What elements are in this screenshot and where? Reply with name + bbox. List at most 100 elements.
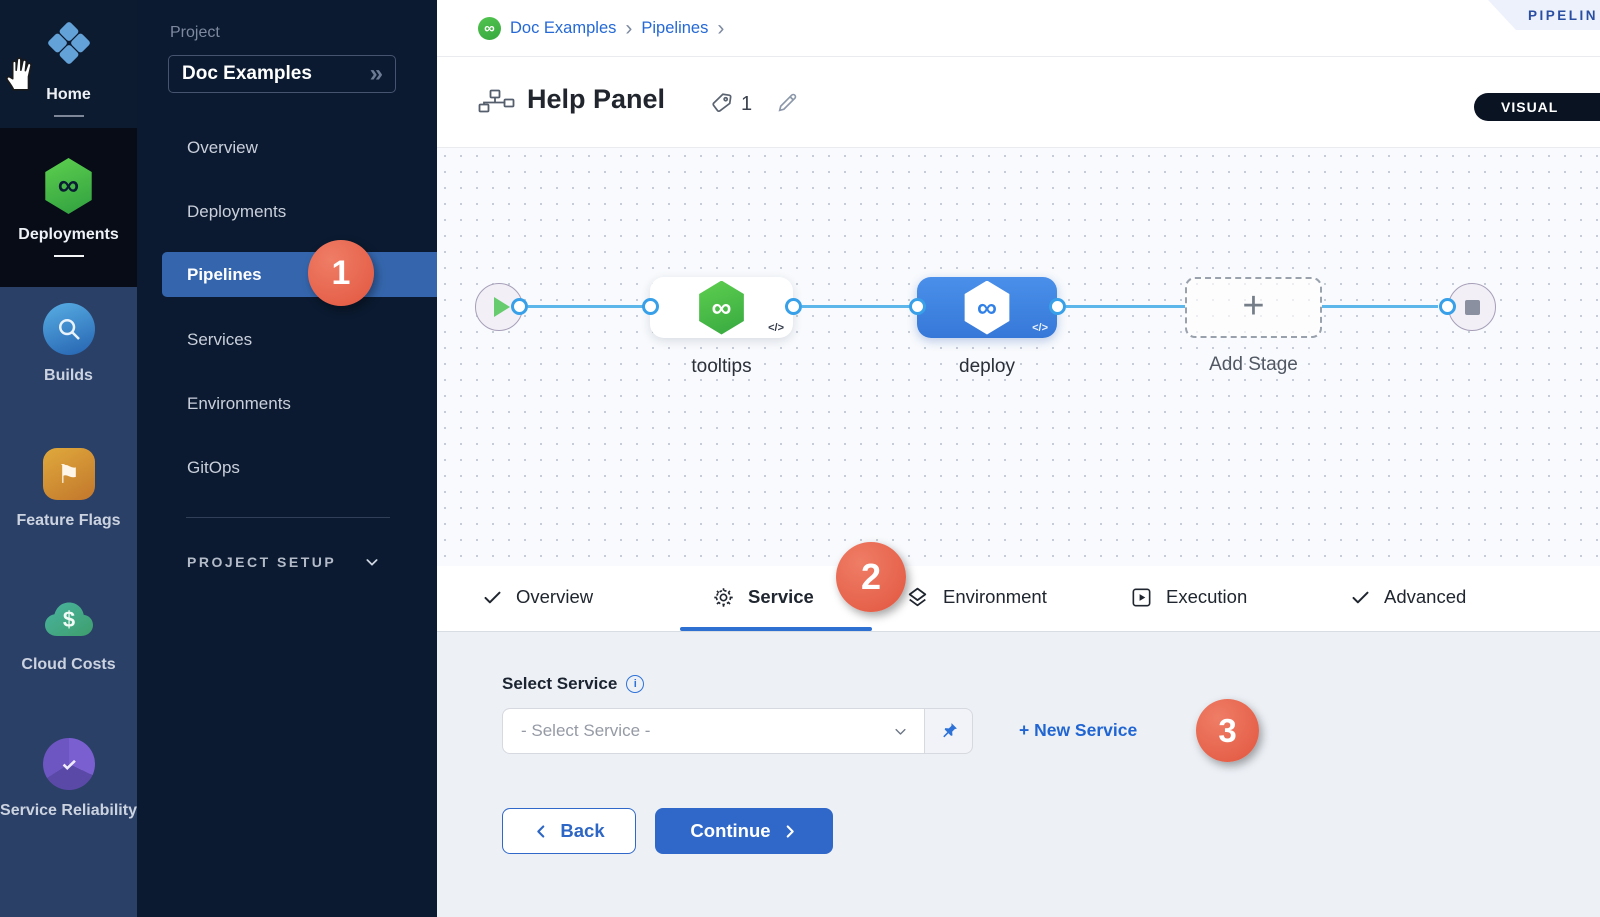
sidebar-item-services[interactable]: Services [137, 317, 437, 362]
select-service-dropdown[interactable]: - Select Service - [502, 708, 925, 754]
breadcrumb-link-pipelines[interactable]: Pipelines [641, 18, 709, 37]
chevron-right-icon [786, 824, 794, 838]
pipeline-tags[interactable]: 1 [709, 91, 752, 117]
nav-module-feature-flags-label: Feature Flags [16, 512, 121, 529]
tag-count: 1 [741, 92, 753, 115]
tab-service-label: Service [748, 586, 814, 607]
nav-module-cloud-costs-label: Cloud Costs [21, 656, 116, 673]
sidebar-item-gitops[interactable]: GitOps [137, 445, 437, 490]
project-sidebar: Project Doc Examples Overview Deployment… [137, 0, 462, 917]
pin-service-button[interactable] [925, 708, 973, 754]
tab-advanced[interactable]: Advanced [1350, 566, 1466, 628]
visual-yaml-toggle[interactable]: VISUAL [1474, 93, 1600, 121]
stage-node-deploy[interactable]: </> [917, 277, 1057, 338]
breadcrumb: Doc Examples Pipelines [437, 0, 1600, 57]
nav-module-deployments[interactable]: Deployments [0, 158, 137, 257]
stage-node-tooltips[interactable]: </> [650, 277, 793, 338]
project-setup-label: PROJECT SETUP [187, 554, 337, 570]
nav-module-home[interactable]: Home [0, 20, 137, 117]
edit-pipeline-name-button[interactable] [775, 90, 800, 115]
harness-project-icon [478, 16, 501, 40]
pipeline-studio-ribbon-label: PIPELIN [1527, 7, 1598, 23]
service-tab-panel: Select Service i - Select Service - + Ne… [437, 632, 1600, 917]
annotation-badge-2-number: 2 [860, 556, 882, 597]
nav-module-builds[interactable]: Builds [0, 303, 137, 389]
connector-point[interactable] [784, 298, 802, 315]
pipeline-canvas[interactable]: </> tooltips </> deploy + Add Stage [437, 148, 1600, 566]
annotation-badge-3: 3 [1196, 699, 1259, 762]
sidebar-item-gitops-label: GitOps [187, 457, 240, 477]
pipeline-flowchart-icon [478, 89, 515, 118]
tab-execution[interactable]: Execution [1130, 566, 1247, 628]
stage-label-tooltips: tooltips [691, 356, 752, 377]
sidebar-divider [186, 517, 390, 518]
tab-overview-label: Overview [516, 586, 594, 607]
play-icon [493, 297, 510, 317]
pipeline-edge [1322, 305, 1438, 308]
tab-execution-label: Execution [1166, 586, 1248, 607]
stage-config-tabs: Overview Service Environment [437, 542, 1600, 632]
sidebar-item-environments-label: Environments [187, 393, 291, 413]
sidebar-item-deployments[interactable]: Deployments [137, 189, 437, 234]
breadcrumb-link-project[interactable]: Doc Examples [510, 18, 617, 37]
project-setup-toggle[interactable]: PROJECT SETUP [187, 554, 380, 570]
home-underline [53, 115, 84, 117]
pipeline-edge [1066, 305, 1185, 308]
chevron-down-icon [895, 728, 906, 735]
project-selector-value: Doc Examples [182, 63, 312, 84]
connector-point[interactable] [1048, 298, 1066, 315]
module-nav-rail: Home Deployments Builds ⚑ Feature Flags [0, 0, 137, 917]
rail-bottom-section [0, 287, 137, 917]
info-icon[interactable]: i [626, 675, 645, 693]
play-square-icon [1132, 588, 1151, 606]
nav-module-cloud-costs[interactable]: $ Cloud Costs [0, 594, 137, 678]
sidebar-item-overview[interactable]: Overview [137, 125, 437, 170]
annotation-badge-3-number: 3 [1218, 711, 1237, 749]
cloud-costs-icon: $ [41, 594, 97, 644]
code-badge: </> [768, 322, 784, 334]
connector-point[interactable] [908, 298, 926, 315]
stage-harness-icon [699, 280, 744, 335]
stop-icon [1464, 299, 1480, 315]
sidebar-item-overview-label: Overview [187, 137, 258, 157]
chevron-down-icon [366, 559, 378, 566]
home-icon [42, 20, 96, 74]
nav-module-service-reliability[interactable]: Service Reliability [0, 738, 137, 824]
select-service-label: Select Service i [502, 674, 645, 694]
tab-advanced-label: Advanced [1384, 586, 1467, 607]
connector-point[interactable] [510, 298, 528, 315]
tab-environment[interactable]: Environment [905, 566, 1047, 628]
pipeline-end-node[interactable] [1448, 283, 1496, 331]
feature-flags-icon: ⚑ [42, 448, 95, 500]
back-button[interactable]: Back [502, 808, 636, 854]
nav-module-home-label: Home [46, 86, 91, 103]
sidebar-item-environments[interactable]: Environments [137, 381, 437, 426]
back-button-label: Back [560, 820, 605, 841]
add-stage-button[interactable]: + [1185, 277, 1322, 338]
connector-point[interactable] [1438, 298, 1456, 315]
gear-icon [714, 587, 733, 607]
nav-module-feature-flags[interactable]: ⚑ Feature Flags [0, 448, 137, 534]
new-service-link[interactable]: + New Service [1019, 720, 1138, 740]
breadcrumb-separator-icon [625, 18, 632, 39]
pipeline-edge [802, 305, 917, 308]
stage-label-deploy: deploy [959, 356, 1015, 377]
tab-service[interactable]: Service [712, 566, 814, 628]
pin-icon [942, 723, 957, 738]
tab-environment-label: Environment [943, 586, 1047, 607]
builds-icon [42, 303, 95, 355]
code-badge: </> [1032, 322, 1048, 334]
breadcrumb-separator-icon [717, 18, 724, 39]
main-area: Doc Examples Pipelines PIPELIN Help Pane… [437, 0, 1600, 917]
continue-button[interactable]: Continue [655, 808, 833, 854]
stage-harness-icon [964, 280, 1010, 335]
project-selector[interactable]: Doc Examples [168, 55, 396, 93]
project-section-label: Project [170, 24, 220, 41]
connector-point[interactable] [641, 298, 659, 315]
tag-icon [712, 93, 732, 113]
sidebar-item-deployments-label: Deployments [187, 201, 287, 221]
tab-overview[interactable]: Overview [482, 566, 593, 628]
page-title: Help Panel [527, 84, 666, 114]
annotation-badge-1: 1 [308, 240, 374, 306]
